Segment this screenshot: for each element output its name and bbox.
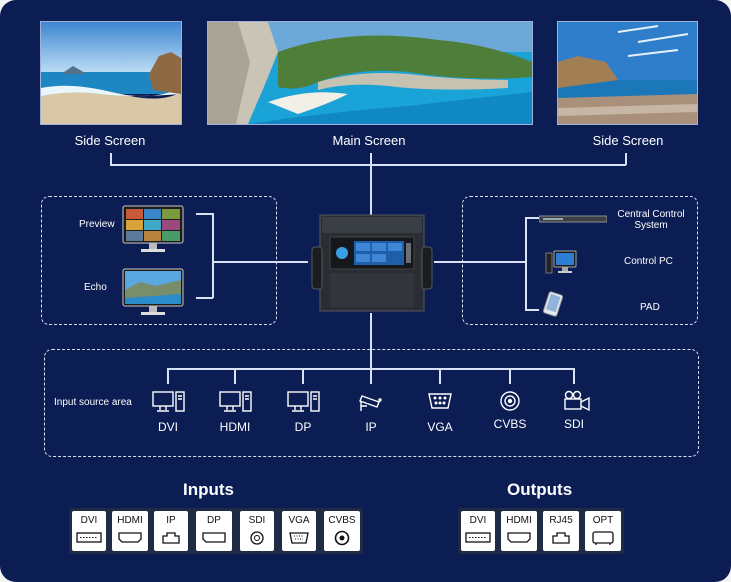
screens-connector-right <box>625 153 627 165</box>
input-drop-ip <box>370 368 372 384</box>
source-label-dvi: DVI <box>157 420 178 434</box>
monitor-area-box <box>41 196 277 325</box>
preview-label: Preview <box>79 219 115 230</box>
hdmi-source-icon <box>219 391 253 418</box>
cvbs-port-icon <box>324 529 360 547</box>
central-control-rack-icon <box>538 211 608 229</box>
control-area-box <box>462 196 698 325</box>
sdi-port-icon <box>240 529 274 547</box>
source-label-ip: IP <box>365 420 377 434</box>
source-label-cvbs: CVBS <box>493 417 527 431</box>
source-label-sdi: SDI <box>563 417 584 431</box>
control-connector-top <box>525 217 539 219</box>
rj45-port-icon <box>154 529 188 547</box>
control-pc-label: Control PC <box>624 256 673 267</box>
main-screen-image <box>207 21 533 125</box>
input-port-hdmi: HDMI <box>112 511 148 551</box>
rj45-port-icon <box>543 529 579 547</box>
input-connector-v <box>370 313 372 369</box>
control-connector-h <box>434 261 526 263</box>
output-port-opt: OPT <box>585 511 621 551</box>
control-connector-bottom <box>525 309 539 311</box>
vga-connector-icon <box>427 392 453 415</box>
source-label-vga: VGA <box>427 420 453 434</box>
dvi-port-icon <box>72 529 106 547</box>
output-port-dvi: DVI <box>461 511 495 551</box>
ip-camera-icon <box>359 391 383 418</box>
hdmi-port-icon <box>112 529 148 547</box>
input-port-vga: VGA <box>282 511 316 551</box>
cvbs-connector-icon <box>499 390 521 417</box>
input-port-ip: IP <box>154 511 188 551</box>
vga-port-icon <box>282 529 316 547</box>
source-label-dp: DP <box>294 420 312 434</box>
dvi-port-icon <box>461 529 495 547</box>
side-screen-left-label: Side Screen <box>74 133 146 148</box>
input-port-dvi: DVI <box>72 511 106 551</box>
inputs-title: Inputs <box>183 480 234 499</box>
dvi-source-icon <box>152 391 186 418</box>
sdi-camera-icon <box>562 390 592 417</box>
input-port-cvbs: CVBS <box>324 511 360 551</box>
control-connector-v <box>525 217 527 310</box>
input-drop-dvi <box>167 368 169 384</box>
input-drop-vga <box>439 368 441 384</box>
monitor-connector-h <box>212 261 308 263</box>
monitor-connector-bottom <box>196 297 213 299</box>
input-source-area-box <box>44 349 699 457</box>
screens-connector-left <box>110 153 112 165</box>
input-drop-sdi <box>573 368 575 384</box>
input-drop-hdmi <box>234 368 236 384</box>
side-screen-left-image <box>40 21 182 125</box>
source-label-hdmi: HDMI <box>219 420 251 434</box>
input-port-dp: DP <box>196 511 232 551</box>
dp-source-icon <box>287 391 321 418</box>
central-control-label: Central Control System <box>617 209 685 231</box>
input-port-sdi: SDI <box>240 511 274 551</box>
control-pc-icon <box>544 250 578 281</box>
optical-port-icon <box>585 529 621 547</box>
screens-connector-mid <box>370 153 372 215</box>
pad-icon <box>542 291 564 322</box>
echo-monitor-icon <box>122 268 184 321</box>
monitor-connector-v <box>212 213 214 298</box>
input-drop-dp <box>302 368 304 384</box>
main-screen-label: Main Screen <box>332 133 406 148</box>
output-port-hdmi: HDMI <box>501 511 537 551</box>
echo-label: Echo <box>84 282 107 293</box>
input-drop-cvbs <box>509 368 511 384</box>
pad-label: PAD <box>640 302 660 313</box>
input-source-area-label: Input source area <box>54 397 132 408</box>
side-screen-right-image <box>557 21 698 125</box>
video-processor-device <box>310 213 434 318</box>
hdmi-port-icon <box>501 529 537 547</box>
preview-monitor-icon <box>122 205 184 258</box>
outputs-title: Outputs <box>507 480 573 499</box>
monitor-connector-top <box>196 213 213 215</box>
dp-port-icon <box>196 529 232 547</box>
side-screen-right-label: Side Screen <box>592 133 664 148</box>
screens-connector-h <box>110 164 626 166</box>
output-port-rj45: RJ45 <box>543 511 579 551</box>
